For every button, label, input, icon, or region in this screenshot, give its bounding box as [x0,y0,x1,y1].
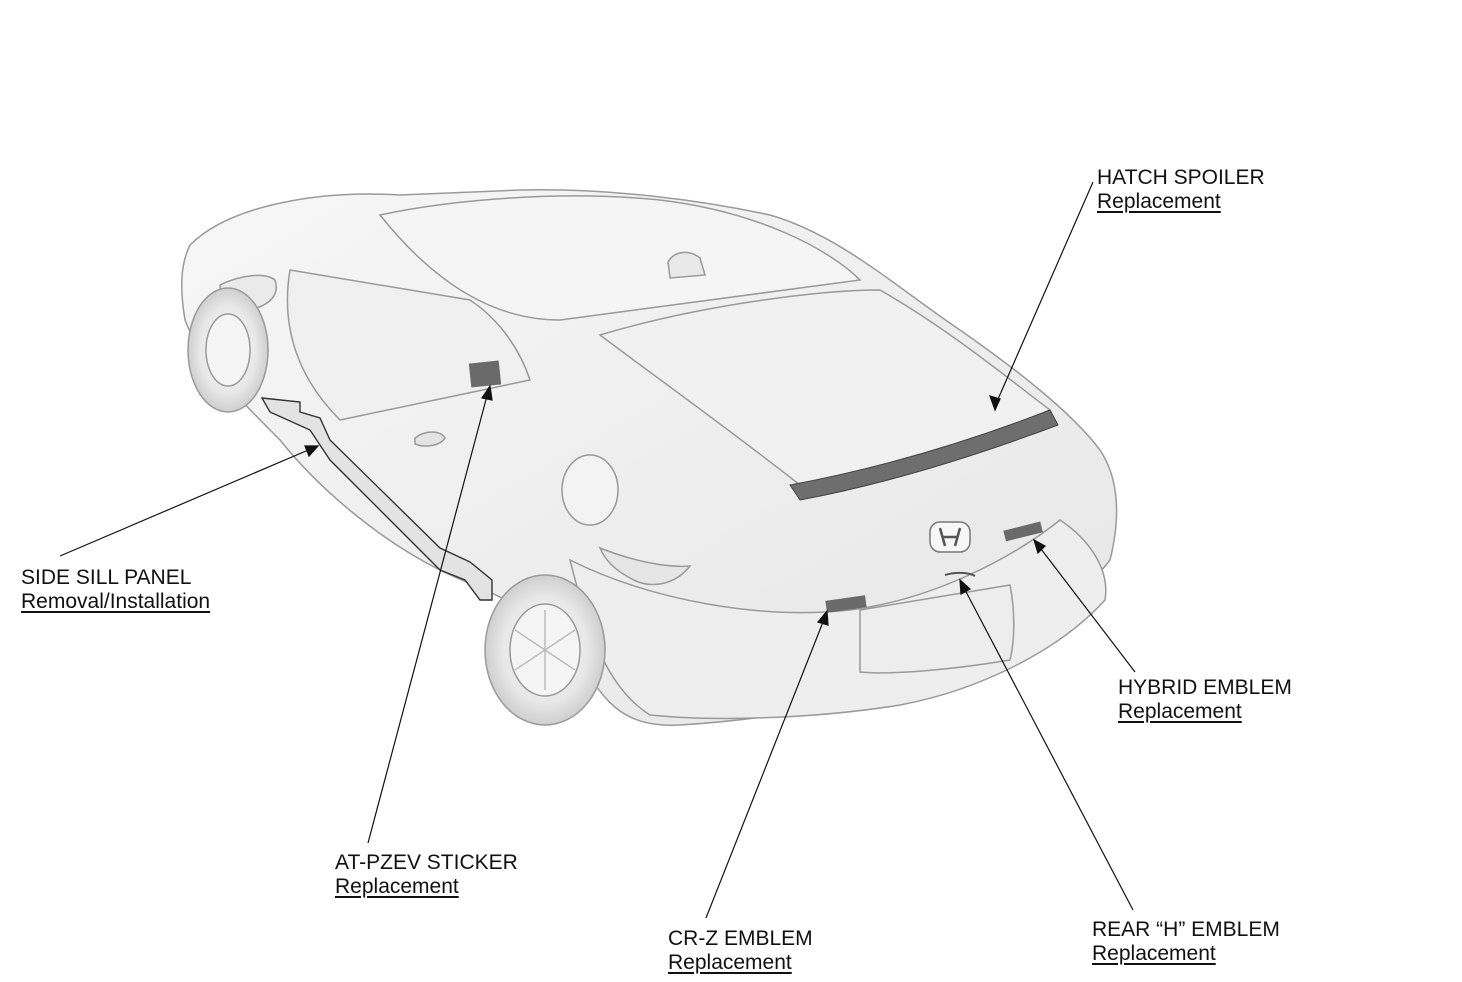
car-body [180,189,1118,726]
cr-z-emblem-link[interactable]: Replacement [668,951,792,974]
side-sill-panel-label: SIDE SILL PANEL [21,566,192,589]
hatch-spoiler-shape [789,409,1059,501]
rear-h-emblem-label: REAR “H” EMBLEM [1092,918,1280,941]
hatch-spoiler-link[interactable]: Replacement [1097,190,1221,213]
callout-cr-z-emblem: CR-Z EMBLEM Replacement [668,927,813,975]
callout-hybrid-emblem: HYBRID EMBLEM Replacement [1118,676,1292,724]
side-sill-panel-shape [260,397,493,601]
at-pzev-sticker-label: AT-PZEV STICKER [335,851,518,874]
side-sill-panel-link[interactable]: Removal/Installation [21,590,211,613]
leader-lines [59,181,1136,919]
hatch-spoiler-label: HATCH SPOILER [1097,166,1265,189]
cr-z-emblem-shape [825,595,867,613]
hybrid-emblem-link[interactable]: Replacement [1118,700,1242,723]
callout-rear-h-emblem: REAR “H” EMBLEM Replacement [1092,918,1280,966]
callout-at-pzev-sticker: AT-PZEV STICKER Replacement [335,851,518,899]
at-pzev-sticker-shape [468,360,502,388]
rear-h-emblem-link[interactable]: Replacement [1092,942,1216,965]
hybrid-emblem-shape [1003,521,1043,542]
cr-z-emblem-label: CR-Z EMBLEM [668,927,813,950]
callout-side-sill-panel: SIDE SILL PANEL Removal/Installation [21,566,210,614]
at-pzev-sticker-link[interactable]: Replacement [335,875,459,898]
front-wheel [187,287,269,413]
rear-h-emblem-shape [944,571,976,577]
callout-hatch-spoiler: HATCH SPOILER Replacement [1097,166,1265,214]
rear-wheel [484,574,606,726]
hybrid-emblem-label: HYBRID EMBLEM [1118,676,1292,699]
